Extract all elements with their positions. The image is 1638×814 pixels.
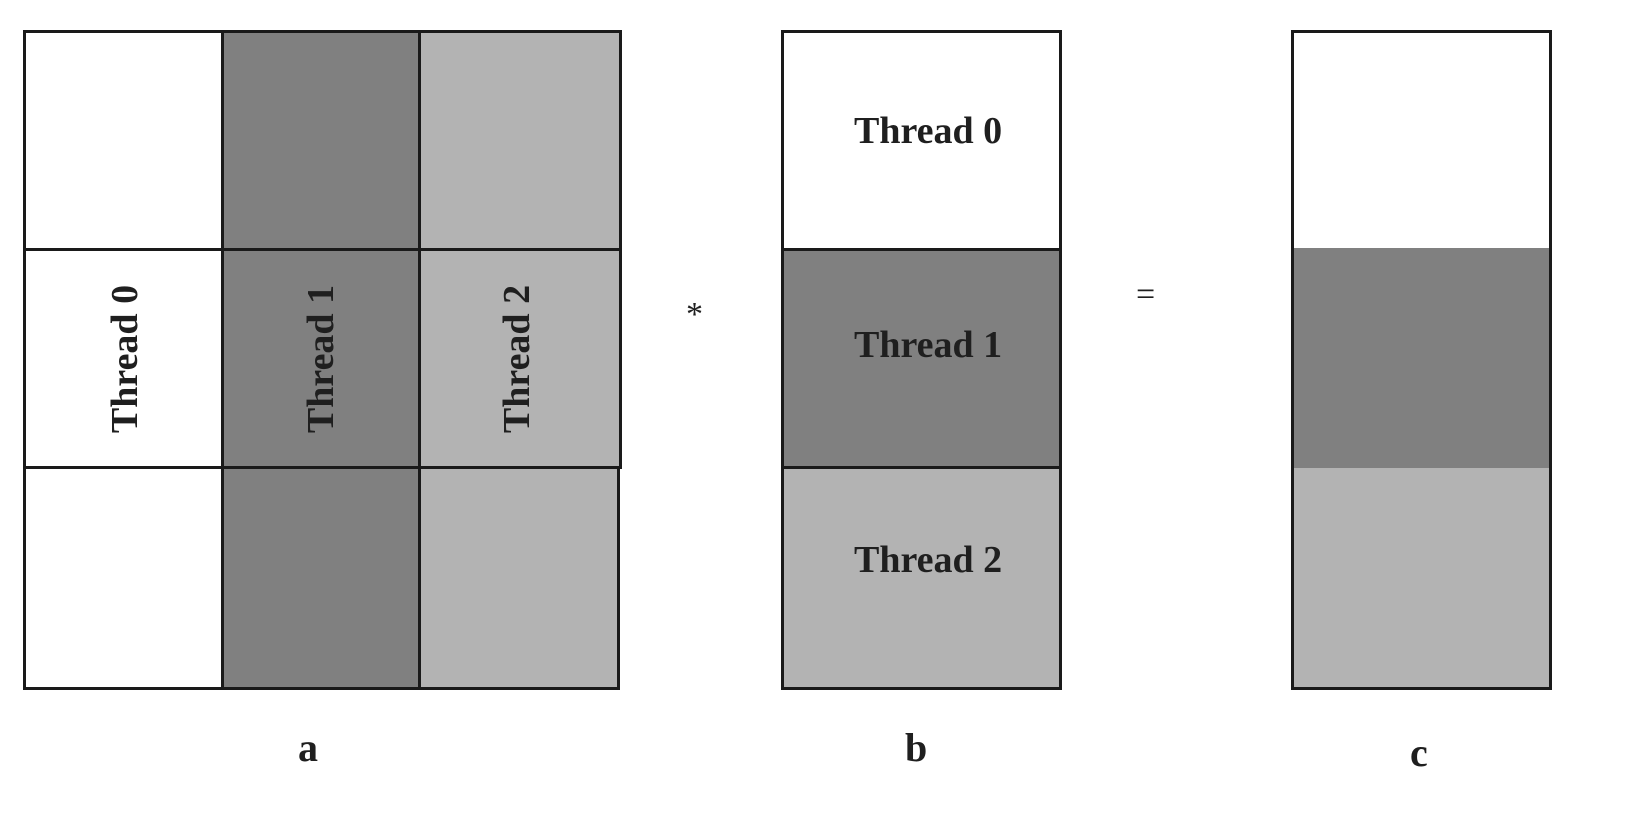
matrix-a-column-label-thread-1: Thread 1 bbox=[300, 284, 342, 434]
matrix-c-row-2 bbox=[1293, 468, 1550, 690]
matrix-c-row-1 bbox=[1293, 248, 1550, 468]
matrix-c-row-0 bbox=[1293, 30, 1550, 248]
matrix-b-row-1 bbox=[781, 248, 1062, 469]
matrix-b-row-label-thread-0: Thread 0 bbox=[854, 110, 1003, 152]
matrix-a-cell-r0-c2 bbox=[418, 30, 622, 251]
matrix-b-row-label-thread-1: Thread 1 bbox=[854, 324, 1003, 366]
matrix-a-cell-r2-c2 bbox=[418, 466, 620, 690]
matrix-a-cell-r0-c0 bbox=[23, 30, 224, 251]
matrix-b-caption: b bbox=[905, 725, 928, 770]
matrix-a-cell-r0-c1 bbox=[221, 30, 421, 251]
matrix-a-caption: a bbox=[298, 725, 318, 770]
matrix-a-cell-r1-c1 bbox=[221, 248, 421, 469]
matrix-a-column-label-thread-0: Thread 0 bbox=[104, 284, 146, 434]
matrix-c-caption: c bbox=[1410, 730, 1428, 775]
matrix-a-cell-r2-c0 bbox=[23, 466, 224, 690]
multiply-operator: * bbox=[686, 296, 703, 333]
matrix-c-frame bbox=[1291, 30, 1552, 690]
matrix-a-cell-r1-c0 bbox=[23, 248, 224, 469]
matrix-b-row-2 bbox=[781, 466, 1062, 690]
matrix-a-cell-r2-c1 bbox=[221, 466, 421, 690]
matrix-a-cell-r1-c2 bbox=[418, 248, 622, 469]
equals-operator: = bbox=[1136, 276, 1156, 313]
matrix-a-column-label-thread-2: Thread 2 bbox=[496, 284, 538, 434]
matrix-b-row-label-thread-2: Thread 2 bbox=[854, 539, 1003, 581]
